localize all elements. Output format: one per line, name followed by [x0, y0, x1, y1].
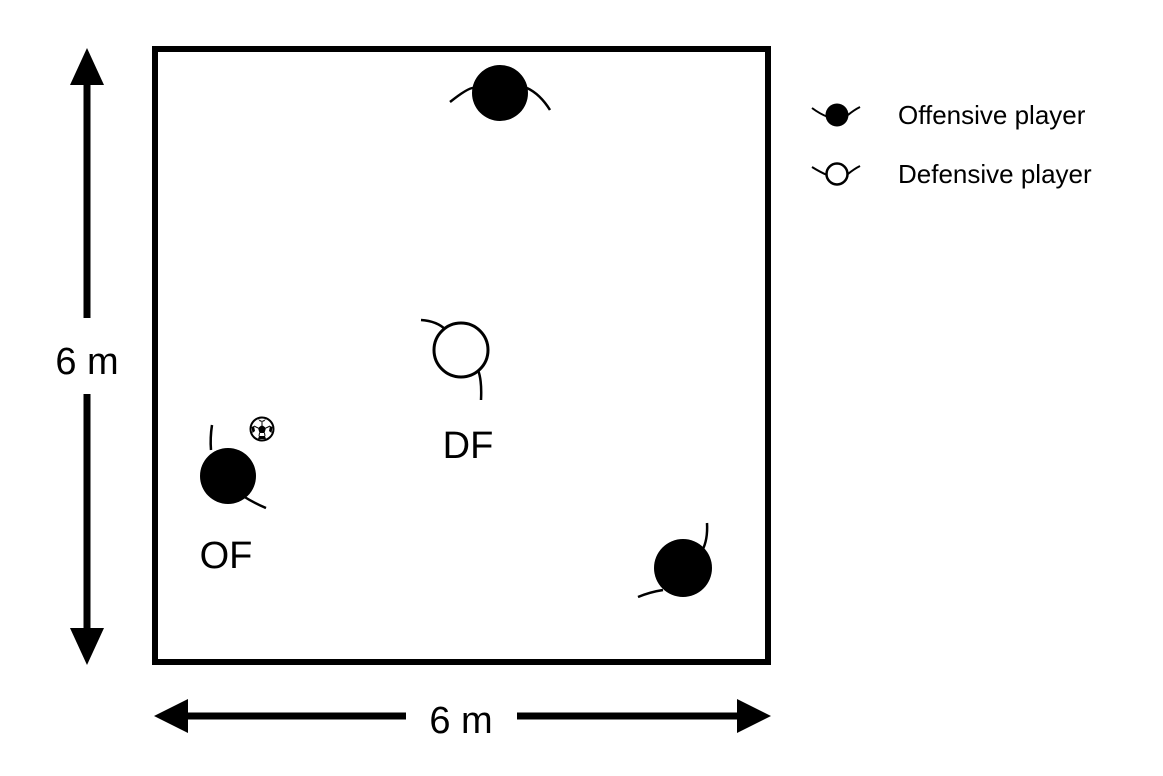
field-width-label: 6 m: [429, 700, 492, 742]
of-label: OF: [200, 535, 253, 577]
defensive-player-icon: [432, 321, 490, 379]
vertical-dimension-arrow: [70, 48, 104, 665]
field-height-label: 6 m: [55, 341, 118, 383]
horizontal-dimension-arrow: [154, 699, 771, 733]
legend: Offensive player Defensive player: [811, 100, 1092, 189]
legend-label-defensive: Defensive player: [898, 159, 1092, 189]
legend-label-offensive: Offensive player: [898, 100, 1086, 130]
offensive-player-icon: [654, 539, 712, 597]
legend-item-defensive: Defensive player: [811, 159, 1092, 189]
offensive-player-icon: [200, 448, 256, 504]
offensive-player-top: [449, 65, 552, 121]
offensive-player-icon: [825, 103, 849, 127]
field-boundary: [152, 46, 771, 665]
defensive-player-df: [420, 318, 490, 401]
defensive-player-icon: [825, 162, 849, 186]
soccer-ball-icon: [249, 416, 275, 442]
legend-item-offensive: Offensive player: [811, 100, 1086, 130]
offensive-player-bottom-right: [637, 522, 712, 599]
df-label: DF: [443, 425, 494, 467]
offensive-player-icon: [472, 65, 528, 121]
offensive-player-of: [200, 424, 267, 510]
